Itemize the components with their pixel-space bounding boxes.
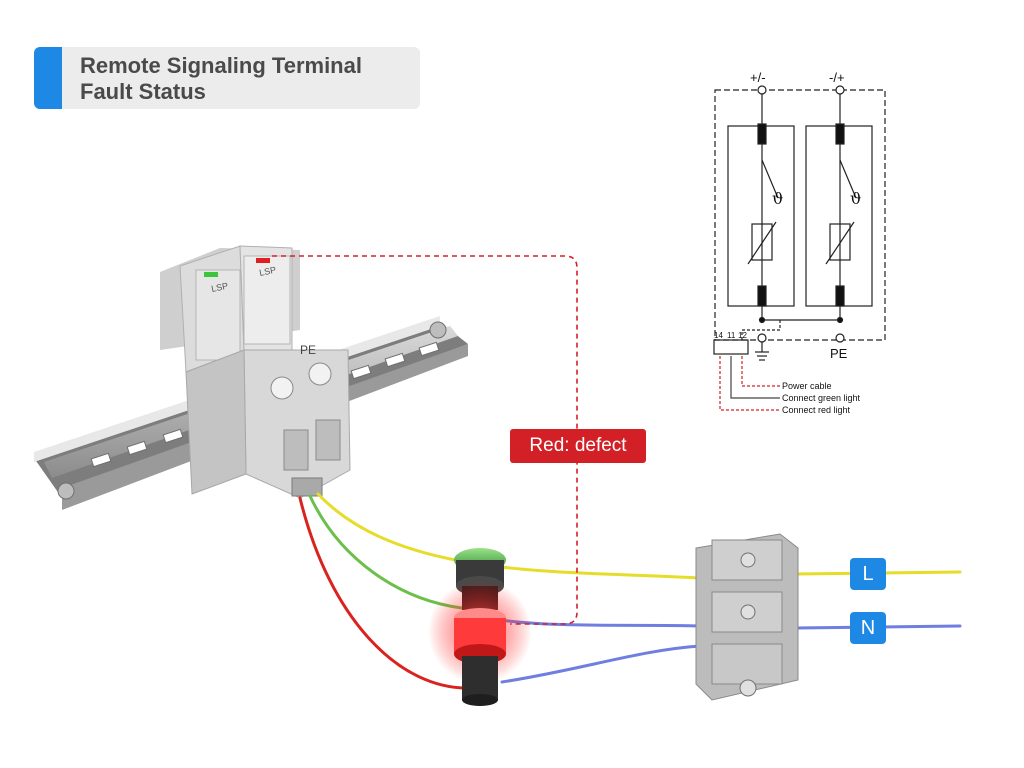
title-text: Remote Signaling Terminal Fault Status (80, 53, 362, 105)
thermal-symbol-right: ϑ (850, 189, 861, 208)
callout-dashed-line (272, 255, 578, 625)
title-banner: Remote Signaling Terminal Fault Status (34, 47, 420, 109)
wiring (298, 492, 962, 690)
line-tag-n: N (850, 612, 886, 644)
terminal-block (695, 533, 799, 701)
brand-logo: LSP (210, 281, 229, 294)
title-accent-bar (34, 47, 62, 109)
defect-label: Red: defect (510, 429, 646, 463)
thermal-symbol-left: ϑ (772, 189, 783, 208)
red-wire (298, 496, 472, 690)
schematic-outline (714, 89, 886, 341)
terminal-plus-minus-label: +/- (750, 70, 766, 85)
title-line-1: Remote Signaling Terminal (80, 53, 362, 78)
legend-green-light: Connect green light (782, 393, 861, 403)
contact-11-label: 11 (727, 331, 736, 340)
red-status-window (256, 258, 270, 263)
device-pe-label: PE (300, 343, 316, 357)
terminal-minus-plus-label: -/+ (829, 70, 845, 85)
legend-power-cable: Power cable (782, 381, 832, 391)
line-tag-l: L (850, 558, 886, 590)
green-wire (308, 494, 464, 610)
green-status-window (204, 272, 218, 277)
legend-red-light: Connect red light (782, 405, 851, 415)
surge-protector-device: LSP LSP PE (160, 245, 351, 499)
contact-14-label: 14 (714, 331, 723, 340)
brand-logo-2: LSP (258, 265, 277, 278)
contact-12-label: 12 (738, 331, 747, 340)
indicator-lamps (428, 548, 532, 706)
blue-wire-lower (500, 644, 702, 684)
wiring-schematic: +/- -/+ ϑ ϑ PE 14 11 12 Powe (713, 70, 886, 415)
schematic-pe-label: PE (830, 346, 848, 361)
title-line-2: Fault Status (80, 79, 206, 104)
yellow-wire (316, 492, 702, 580)
